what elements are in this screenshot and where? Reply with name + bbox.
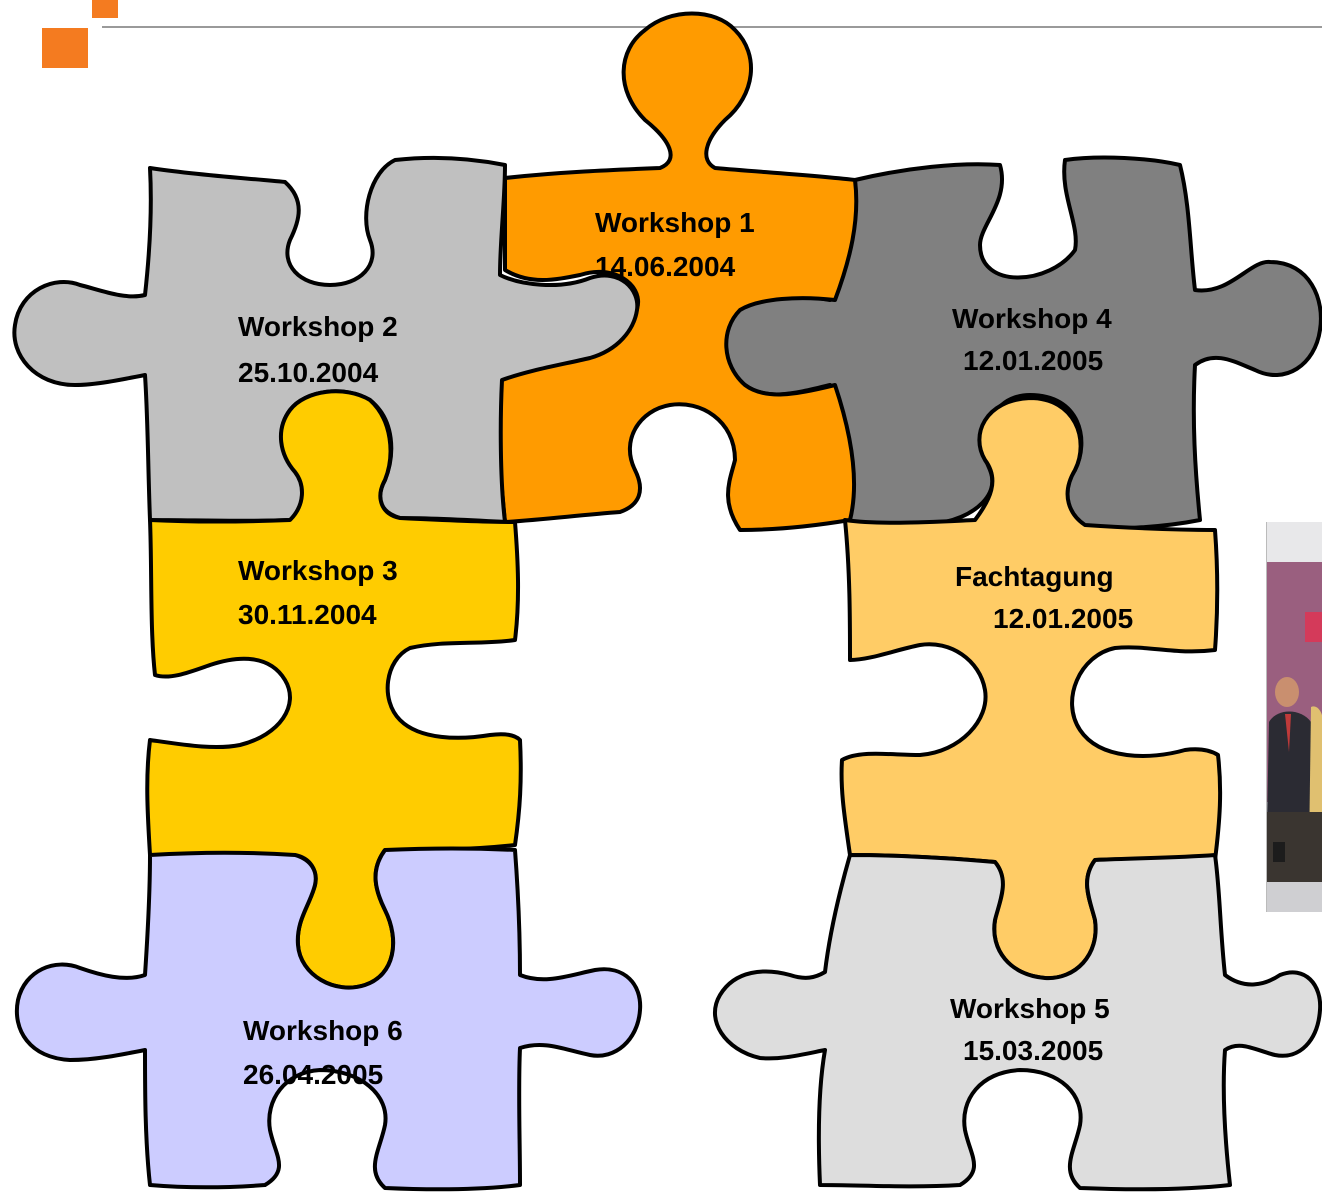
piece-title-workshop5: Workshop 5 [950, 993, 1110, 1024]
photo-of-people-seated-icon [1267, 522, 1322, 912]
piece-title-workshop4: Workshop 4 [952, 303, 1112, 334]
puzzle-shape-fachtagung [839, 396, 1223, 981]
decorative-square-large [42, 28, 88, 68]
piece-date-workshop2: 25.10.2004 [238, 357, 379, 388]
piece-title-workshop3: Workshop 3 [238, 555, 398, 586]
puzzle-piece-workshop6: Workshop 6 26.04.2005 [14, 846, 643, 1192]
event-photo [1266, 522, 1322, 912]
piece-title-workshop1: Workshop 1 [595, 207, 755, 238]
piece-title-workshop6: Workshop 6 [243, 1015, 403, 1046]
puzzle-piece-workshop2: Workshop 2 25.10.2004 [12, 155, 640, 524]
puzzle-piece-workshop5: Workshop 5 15.03.2005 [713, 853, 1322, 1192]
puzzle-shape-workshop6 [14, 846, 643, 1192]
piece-title-workshop2: Workshop 2 [238, 311, 398, 342]
piece-date-workshop5: 15.03.2005 [963, 1035, 1103, 1066]
piece-date-workshop4: 12.01.2005 [963, 345, 1103, 376]
piece-date-workshop6: 26.04.2005 [243, 1059, 383, 1090]
piece-date-fachtagung: 12.01.2005 [993, 603, 1133, 634]
piece-title-fachtagung: Fachtagung [955, 561, 1114, 592]
puzzle-shape-workshop5 [713, 853, 1322, 1192]
puzzle-piece-workshop1: Workshop 1 14.06.2004 [495, 11, 859, 532]
puzzle-piece-workshop4: Workshop 4 12.01.2005 [720, 155, 1322, 531]
puzzle-piece-fachtagung: Fachtagung 12.01.2005 [839, 396, 1223, 981]
piece-date-workshop3: 30.11.2004 [238, 599, 377, 630]
decorative-square-small [92, 0, 118, 18]
